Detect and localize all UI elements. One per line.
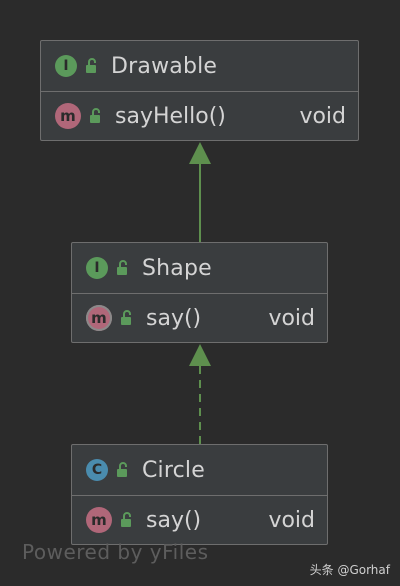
node-drawable-header[interactable]: I Drawable: [41, 41, 358, 91]
method-name: sayHello(): [115, 103, 226, 129]
interface-icon: I: [55, 55, 77, 77]
edge-shape-arrowhead: [189, 142, 211, 164]
divider: [41, 91, 358, 92]
edge-circle-arrowhead: [189, 344, 211, 366]
watermark: Powered by yFiles: [22, 540, 209, 564]
node-circle[interactable]: C Circle m say() void: [71, 444, 328, 545]
divider: [72, 495, 327, 496]
unlocked-padlock-icon: [86, 58, 96, 73]
node-circle-header[interactable]: C Circle: [72, 445, 327, 495]
unlocked-padlock-icon: [90, 108, 100, 123]
unlocked-padlock-icon: [117, 462, 127, 477]
method-name: say(): [146, 507, 202, 533]
node-shape-header[interactable]: I Shape: [72, 243, 327, 293]
member-row[interactable]: m sayHello() void: [41, 92, 358, 140]
credit-label: 头条 @Gorhaf: [309, 563, 390, 577]
method-return-type: void: [299, 103, 346, 129]
method-name: say(): [146, 305, 202, 331]
unlocked-padlock-icon: [117, 260, 127, 275]
unlocked-padlock-icon: [121, 310, 131, 325]
node-shape-title: Shape: [142, 255, 212, 281]
method-icon: m: [86, 507, 112, 533]
node-shape[interactable]: I Shape m say() void: [71, 242, 328, 343]
interface-icon: I: [86, 257, 108, 279]
method-return-type: void: [268, 507, 315, 533]
unlocked-padlock-icon: [121, 512, 131, 527]
method-icon: m: [55, 103, 81, 129]
method-return-type: void: [268, 305, 315, 331]
method-icon: m: [86, 305, 112, 331]
member-row[interactable]: m say() void: [72, 496, 327, 544]
node-drawable[interactable]: I Drawable m sayHello() void: [40, 40, 359, 141]
node-circle-title: Circle: [142, 457, 205, 483]
member-row[interactable]: m say() void: [72, 294, 327, 342]
class-icon: C: [86, 459, 108, 481]
node-drawable-title: Drawable: [111, 53, 218, 79]
divider: [72, 293, 327, 294]
